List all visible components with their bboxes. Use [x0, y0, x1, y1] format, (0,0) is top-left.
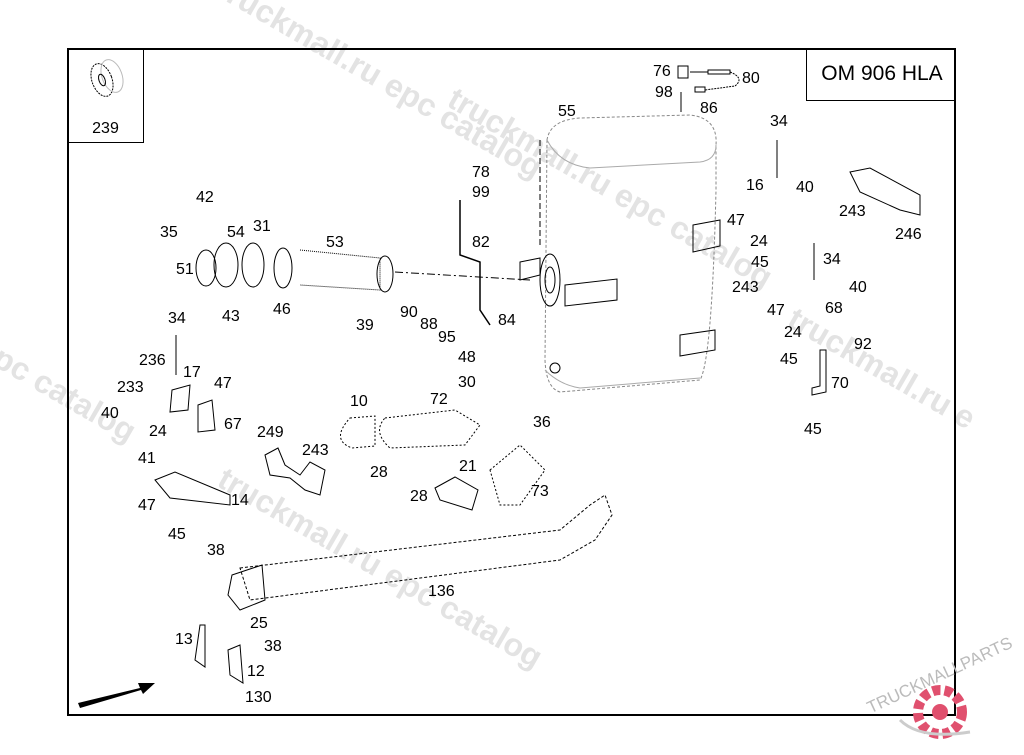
part-callout[interactable]: 13 [175, 631, 193, 648]
thumbnail-part-number[interactable]: 239 [92, 120, 119, 137]
part-callout[interactable]: 38 [264, 638, 282, 655]
part-callout[interactable]: 28 [410, 488, 428, 505]
part-callout[interactable]: 47 [767, 302, 785, 319]
part-callout[interactable]: 67 [224, 416, 242, 433]
part-callout[interactable]: 34 [168, 310, 186, 327]
part-callout[interactable]: 90 [400, 304, 418, 321]
part-callout[interactable]: 10 [350, 393, 368, 410]
part-callout[interactable]: 78 [472, 164, 490, 181]
thumbnail-box: 239 [67, 48, 144, 143]
part-callout[interactable]: 47 [727, 212, 745, 229]
part-callout[interactable]: 82 [472, 234, 490, 251]
part-callout[interactable]: 21 [459, 458, 477, 475]
part-callout[interactable]: 24 [149, 423, 167, 440]
model-label: OM 906 HLA [821, 62, 943, 85]
truckmallparts-logo: TRUCKMALLPARTS [860, 633, 1024, 750]
part-callout[interactable]: 243 [732, 279, 759, 296]
part-callout[interactable]: 12 [247, 663, 265, 680]
silencer-55-drawing [519, 114, 721, 393]
sensor-cable-drawing [677, 65, 740, 112]
part-callout[interactable]: 70 [831, 375, 849, 392]
part-callout[interactable]: 45 [804, 421, 822, 438]
part-callout[interactable]: 99 [472, 184, 490, 201]
part-callout[interactable]: 39 [356, 317, 374, 334]
washer-239-drawing [90, 59, 124, 97]
part-callout[interactable]: 233 [117, 379, 144, 396]
part-callout[interactable]: 46 [273, 301, 291, 318]
part-callout[interactable]: 47 [214, 375, 232, 392]
part-callout[interactable]: 249 [257, 424, 284, 441]
diagram-frame [67, 48, 956, 716]
part-callout[interactable]: 45 [168, 526, 186, 543]
part-callout[interactable]: 35 [160, 224, 178, 241]
part-callout[interactable]: 43 [222, 308, 240, 325]
part-callout[interactable]: 236 [139, 352, 166, 369]
part-callout[interactable]: 54 [227, 224, 245, 241]
part-callout[interactable]: 40 [101, 405, 119, 422]
part-callout[interactable]: 45 [780, 351, 798, 368]
part-callout[interactable]: 17 [183, 364, 201, 381]
part-callout[interactable]: 246 [895, 226, 922, 243]
part-callout[interactable]: 92 [854, 336, 872, 353]
part-callout[interactable]: 95 [438, 329, 456, 346]
part-callout[interactable]: 24 [784, 324, 802, 341]
part-callout[interactable]: 48 [458, 349, 476, 366]
part-callout[interactable]: 243 [839, 203, 866, 220]
part-callout[interactable]: 243 [302, 442, 329, 459]
part-callout[interactable]: 76 [653, 63, 671, 80]
part-callout[interactable]: 25 [250, 615, 268, 632]
part-callout[interactable]: 24 [750, 233, 768, 250]
part-callout[interactable]: 38 [207, 542, 225, 559]
part-callout[interactable]: 88 [420, 316, 438, 333]
part-callout[interactable]: 86 [700, 100, 718, 117]
part-callout[interactable]: 41 [138, 450, 156, 467]
part-callout[interactable]: 80 [742, 70, 760, 87]
part-callout[interactable]: 34 [770, 113, 788, 130]
part-callout[interactable]: 73 [531, 483, 549, 500]
gear-logo-icon [898, 685, 971, 739]
flex-pipe-53-drawing [273, 247, 531, 293]
part-callout[interactable]: 16 [746, 177, 764, 194]
part-callout[interactable]: 53 [326, 234, 344, 251]
part-callout[interactable]: 51 [176, 261, 194, 278]
part-callout[interactable]: 30 [458, 374, 476, 391]
part-callout[interactable]: 130 [245, 689, 272, 706]
part-callout[interactable]: 68 [825, 300, 843, 317]
part-callout[interactable]: 40 [796, 179, 814, 196]
part-callout[interactable]: 72 [430, 391, 448, 408]
part-callout[interactable]: 45 [751, 254, 769, 271]
direction-arrow-icon [78, 683, 155, 708]
part-callout[interactable]: 40 [849, 279, 867, 296]
part-callout[interactable]: 34 [823, 251, 841, 268]
part-callout[interactable]: 36 [533, 414, 551, 431]
part-callout[interactable]: 31 [253, 218, 271, 235]
model-label-box: OM 906 HLA [806, 48, 956, 101]
part-callout[interactable]: 55 [558, 103, 576, 120]
part-callout[interactable]: 47 [138, 497, 156, 514]
part-callout[interactable]: 14 [231, 492, 249, 509]
part-callout[interactable]: 84 [498, 312, 516, 329]
part-callout[interactable]: 28 [370, 464, 388, 481]
part-callout[interactable]: 42 [196, 189, 214, 206]
part-callout[interactable]: 98 [655, 84, 673, 101]
part-callout[interactable]: 136 [428, 583, 455, 600]
